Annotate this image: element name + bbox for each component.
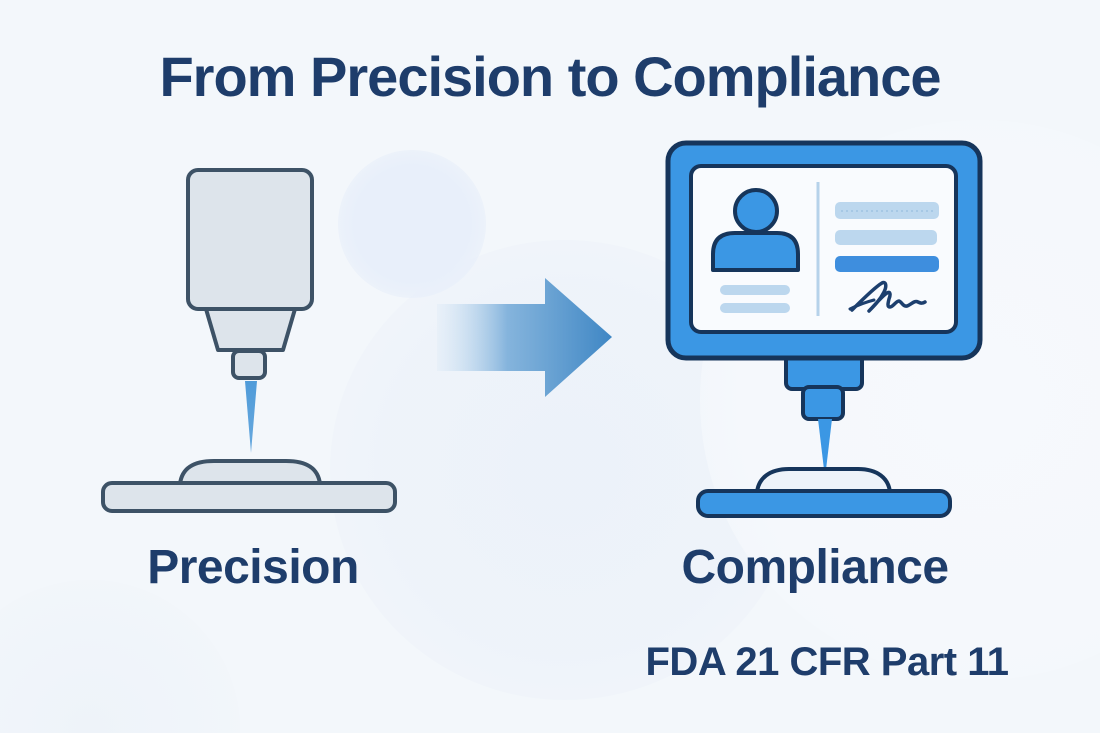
compliance-label: Compliance (681, 541, 949, 594)
user-icon-body (711, 231, 800, 272)
precision-label: Precision (147, 541, 359, 594)
right-arrow-icon (437, 278, 612, 397)
laser-nozzle (204, 307, 297, 352)
text-line (720, 303, 790, 313)
workpiece (755, 467, 892, 495)
user-icon (733, 188, 779, 234)
monitor-signed-record-icon (665, 140, 983, 518)
base-plate (101, 481, 397, 513)
signature-cross-stroke (848, 298, 876, 311)
page-title: From Precision to Compliance (159, 45, 941, 108)
laser-beam-icon (245, 381, 257, 453)
fda-caption: FDA 21 CFR Part 11 (645, 640, 1009, 684)
signature-icon (850, 280, 927, 313)
record-bar (835, 230, 937, 245)
laser-head-body (186, 168, 314, 311)
monitor-stand-lower (801, 385, 845, 421)
laser-beam-icon (818, 419, 832, 478)
text-line (720, 285, 790, 295)
workpiece (178, 459, 322, 486)
base-plate (696, 489, 952, 518)
laser-tip (231, 349, 267, 380)
laser-engraver-icon (101, 168, 397, 513)
record-bar-highlight (835, 256, 939, 272)
